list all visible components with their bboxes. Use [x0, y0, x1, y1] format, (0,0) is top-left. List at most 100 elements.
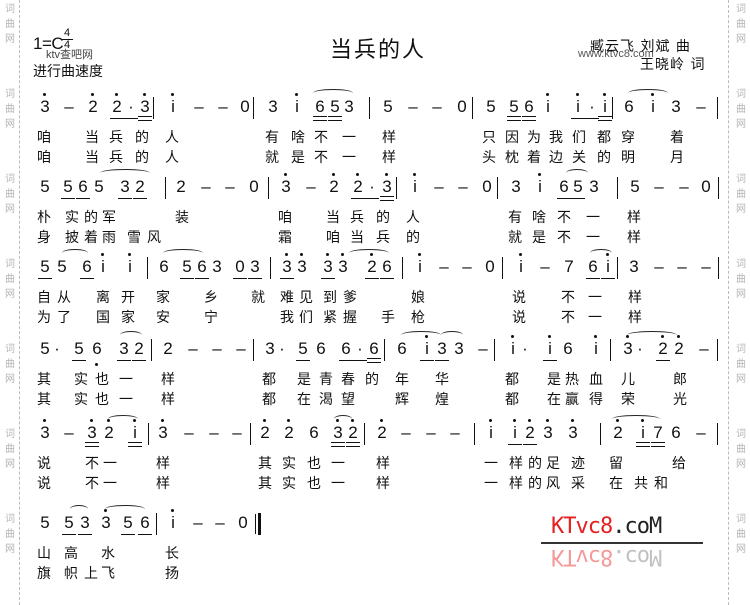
dash-extension: – [654, 177, 664, 196]
lyric-verse2: 说 [512, 310, 526, 326]
dash-extension: – [401, 423, 411, 442]
barline [369, 97, 370, 119]
lyric-verse1: 军 [102, 210, 116, 226]
lyric-verse1: 也 [307, 456, 321, 472]
lyric-verse2: 一 [119, 392, 133, 408]
lyric-verse1: 家 [156, 290, 170, 306]
lyric-verse2: 风 [147, 230, 161, 246]
lyric-verse2: 的 [528, 476, 542, 492]
note: i [589, 335, 603, 359]
lyric-verse2: 关 [572, 150, 586, 166]
lyric-verse1: 有 [265, 130, 279, 146]
octave-up-dot [603, 93, 606, 96]
watermark-group: 词曲网 [2, 342, 18, 387]
lyric-verse2: 宁 [204, 310, 218, 326]
lyric-verse1: 留 [609, 456, 623, 472]
lyric-verse1: 年 [395, 372, 409, 388]
lyric-verse1: 难 [280, 290, 294, 306]
lyric-verse2: 兵 [376, 230, 390, 246]
lyric-verse2: 样 [156, 476, 170, 492]
slur-arc [612, 415, 660, 423]
note: 3 [118, 177, 132, 199]
note: 0 [485, 257, 495, 276]
lyric-verse1: 我 [549, 130, 563, 146]
note: 6 [380, 257, 394, 279]
note: 3 [279, 173, 293, 197]
barline [600, 423, 601, 445]
note: 0 [240, 97, 250, 116]
time-signature-numerator: 4 [61, 28, 73, 40]
note: 3 [566, 419, 580, 443]
lyric-verse2: 安 [156, 310, 170, 326]
note: 6 [671, 423, 681, 442]
lyric-verse1: 儿 [621, 372, 635, 388]
lyric-verse1: 样 [628, 290, 642, 306]
octave-up-dot [161, 419, 164, 422]
lyric-verse1: 着 [670, 130, 684, 146]
note: i [413, 253, 427, 277]
note: 6 [557, 177, 571, 199]
octave-up-dot [295, 93, 298, 96]
lyric-verse1: 兵 [109, 130, 123, 146]
watermark-char: 词 [736, 429, 746, 440]
watermark-strip-left: 词曲网词曲网词曲网词曲网词曲网词曲网词曲网 [0, 0, 20, 605]
lyric-verse2: 霜 [278, 230, 292, 246]
lyric-verse2: 我 [280, 310, 294, 326]
octave-up-dot [546, 419, 549, 422]
octave-up-dot [677, 335, 680, 338]
note: 3 [248, 257, 262, 279]
lyric-verse1: 不 [85, 456, 99, 472]
lyric-verse1: 青 [319, 372, 333, 388]
watermark-char: 曲 [736, 529, 746, 540]
barline [617, 177, 618, 199]
lyric-verse1: 一 [588, 290, 602, 306]
dash-extension: – [540, 257, 550, 276]
lyric-verse2: 就 [265, 150, 279, 166]
lyric-verse2: 样 [376, 476, 390, 492]
lyric-verse1: 都 [597, 130, 611, 146]
note: 0 [482, 177, 492, 196]
lyric-verse2: 实 [74, 392, 88, 408]
slur-arc [401, 331, 441, 339]
lyric-verse2: 们 [299, 310, 313, 326]
octave-up-dot [284, 173, 287, 176]
lyric-verse1: 爹 [343, 290, 357, 306]
barline [617, 257, 618, 279]
lyric-verse2: 说 [37, 476, 51, 492]
lyric-verse1: 的 [365, 372, 379, 388]
note: 3 [268, 97, 278, 116]
note: i [601, 253, 615, 279]
lyric-verse1: 咱 [278, 210, 292, 226]
lyric-verse2: 一 [342, 150, 356, 166]
watermark-group: 词曲网 [2, 172, 18, 217]
octave-up-dot [413, 173, 416, 176]
lyric-verse2: 了 [57, 310, 71, 326]
slur-arc [441, 331, 463, 339]
note: 6 [586, 257, 600, 279]
note: 3 [38, 93, 52, 117]
lyric-verse1: 因 [505, 130, 519, 146]
lyric-verse1: 到 [323, 290, 337, 306]
octave-up-dot [115, 93, 118, 96]
barline [396, 177, 397, 199]
barline [268, 177, 269, 199]
barline [402, 257, 403, 279]
lyric-verse2: 不 [561, 310, 575, 326]
dash-extension: – [218, 97, 228, 116]
note: 2 [163, 339, 173, 358]
watermark-char: 词 [5, 174, 15, 185]
octave-up-dot [380, 419, 383, 422]
octave-up-dot [171, 93, 174, 96]
note: i [484, 419, 498, 443]
note: 3 [671, 97, 681, 116]
watermark-char: 网 [736, 374, 746, 385]
dot-augmentation: · [637, 339, 643, 358]
octave-up-dot [300, 253, 303, 256]
lyric-verse2: 头 [482, 150, 496, 166]
lyric-verse1: 不 [557, 210, 571, 226]
lyric-verse1: 实 [65, 210, 79, 226]
barline [474, 423, 475, 445]
watermark-char: 词 [5, 89, 15, 100]
